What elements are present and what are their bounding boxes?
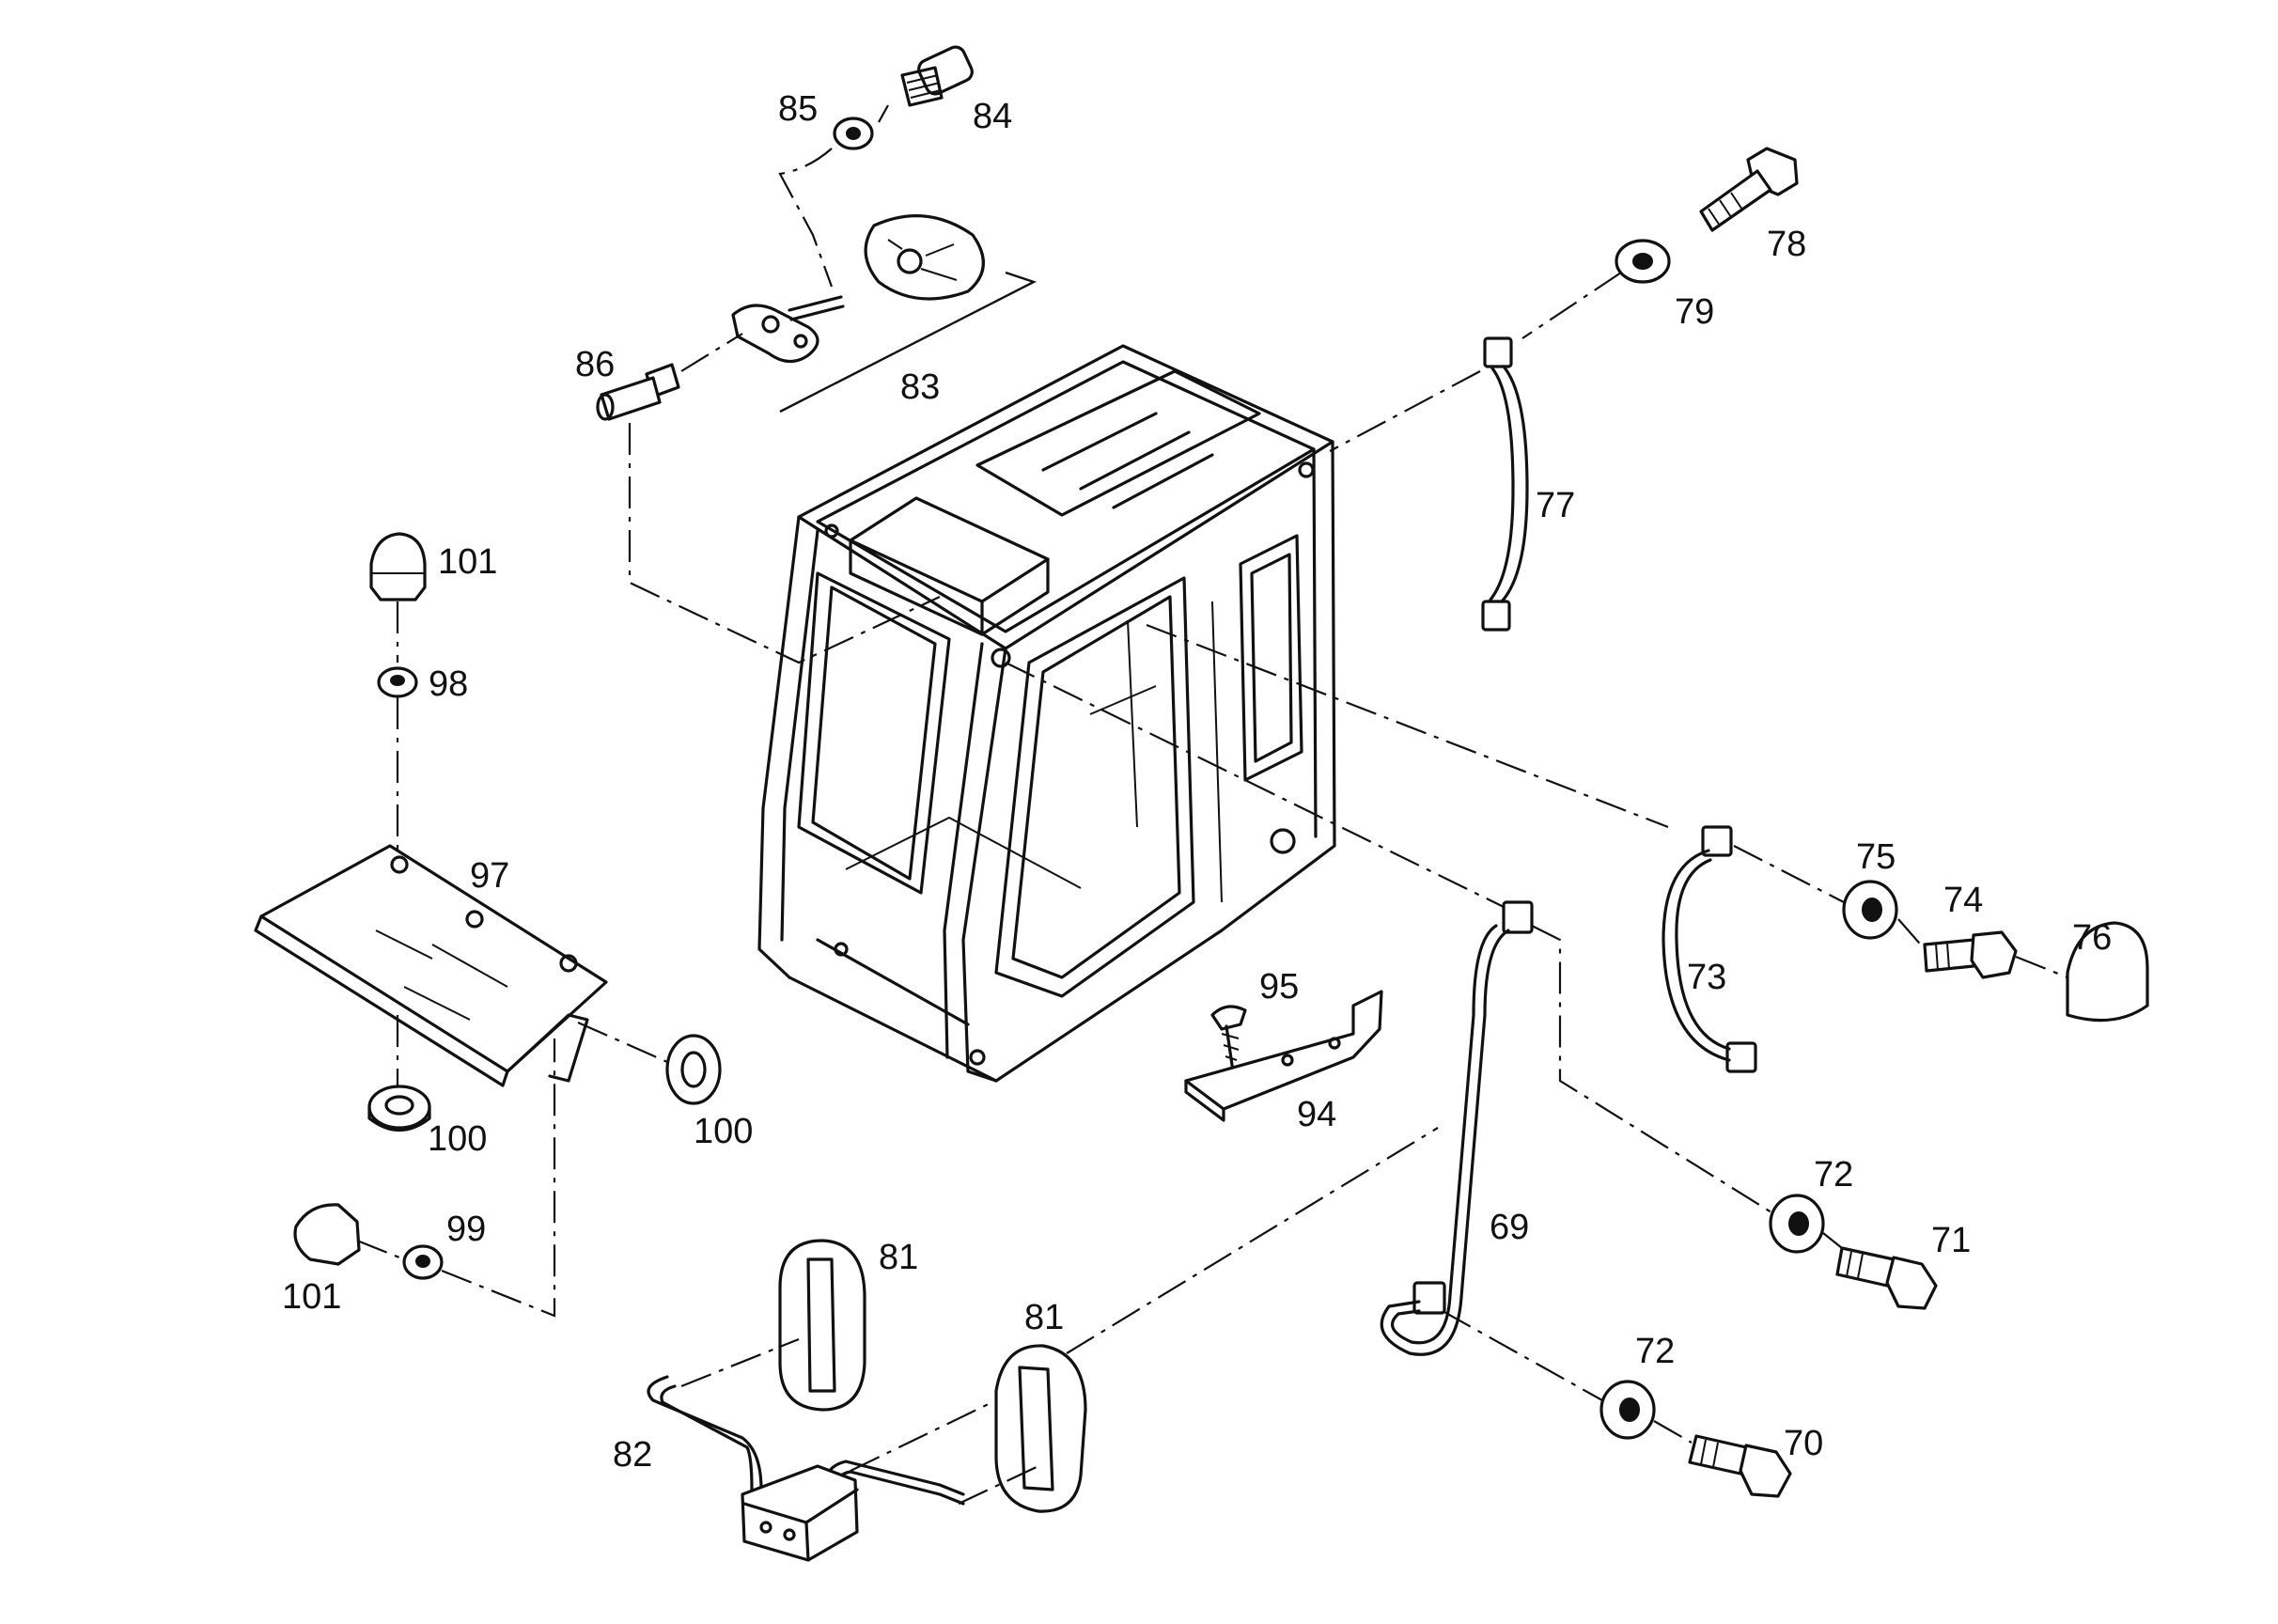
part-72-washer-lower: [1599, 1380, 1656, 1440]
callout-85: 85: [778, 89, 818, 129]
part-101-cap-nut-bottom: [293, 1203, 361, 1266]
callout-94: 94: [1297, 1095, 1336, 1134]
callout-100-left: 100: [428, 1119, 487, 1159]
part-82-mirror-bracket: [647, 1375, 965, 1562]
callout-82: 82: [613, 1435, 652, 1475]
part-79-washer: [1615, 239, 1671, 284]
part-101-cap-nut-top: [369, 532, 427, 601]
part-78-bolt: [1699, 147, 1799, 232]
callout-97: 97: [470, 856, 509, 896]
callout-71: 71: [1931, 1221, 1971, 1260]
callout-72-lower: 72: [1635, 1332, 1675, 1371]
callout-81-right: 81: [1024, 1298, 1064, 1337]
callout-101-top: 101: [438, 542, 497, 582]
callout-86: 86: [575, 345, 615, 384]
part-73-handle: [1662, 825, 1757, 1073]
part-100-bushing-left: [367, 1085, 431, 1132]
callout-81-left: 81: [879, 1238, 918, 1277]
callout-75: 75: [1856, 837, 1896, 877]
part-77-handle: [1481, 336, 1529, 632]
callout-99: 99: [446, 1210, 486, 1249]
part-70-bolt: [1688, 1434, 1792, 1498]
part-75-washer: [1842, 880, 1898, 940]
part-94-bracket: [1184, 990, 1383, 1122]
part-81-mirror-left: [778, 1239, 866, 1412]
callout-84: 84: [973, 97, 1012, 136]
part-85-washer: [833, 117, 874, 150]
callout-72-upper: 72: [1814, 1155, 1853, 1195]
assembly-lines: [356, 104, 2068, 1505]
callout-95: 95: [1259, 967, 1299, 1007]
part-86-pin: [596, 363, 680, 421]
part-83-mirror-assembly: [731, 214, 1038, 414]
part-97-cover-plate: [254, 844, 608, 1087]
callout-labels: 84 85 83 86 78 79 77 101 98 97 100 100 9…: [282, 89, 2112, 1475]
part-99-washer: [402, 1244, 444, 1280]
part-72-washer-upper: [1769, 1194, 1825, 1254]
callout-101-bottom: 101: [282, 1277, 341, 1317]
part-81-mirror-right: [994, 1344, 1087, 1513]
part-74-bolt: [1923, 930, 2018, 979]
callout-79: 79: [1675, 292, 1714, 332]
callout-77: 77: [1536, 486, 1575, 525]
part-95-screw: [1210, 1005, 1247, 1073]
part-100-bushing-right: [665, 1034, 722, 1105]
part-76-cap: [2066, 921, 2149, 1023]
part-98-washer: [377, 666, 418, 698]
callout-100-right: 100: [694, 1112, 753, 1151]
callout-74: 74: [1943, 881, 1983, 920]
callout-69: 69: [1490, 1208, 1529, 1247]
callout-83: 83: [900, 367, 940, 407]
part-71-bolt: [1835, 1246, 1938, 1310]
callout-70: 70: [1784, 1424, 1823, 1463]
callout-76: 76: [2072, 918, 2112, 958]
cab-frame: [757, 344, 1336, 1083]
callout-98: 98: [429, 664, 468, 704]
part-69-handle: [1380, 900, 1534, 1356]
callout-78: 78: [1767, 225, 1806, 264]
part-84-bolt: [900, 45, 974, 107]
callout-73: 73: [1687, 958, 1726, 997]
